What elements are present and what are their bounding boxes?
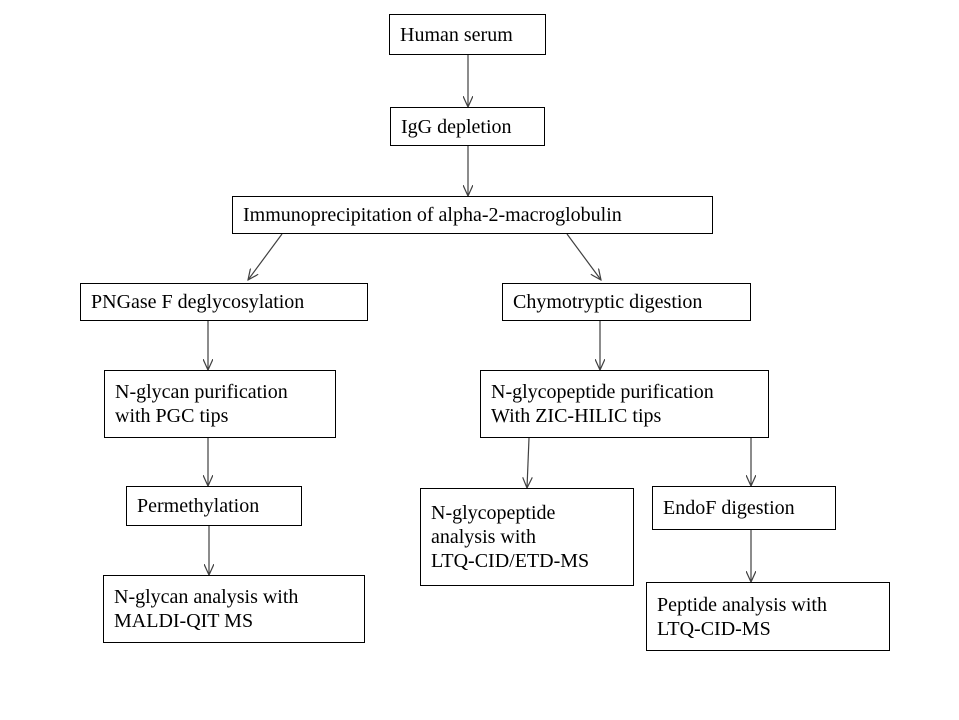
node-text-line: Immunoprecipitation of alpha-2-macroglob… bbox=[243, 204, 622, 226]
node-human-serum: Human serum bbox=[389, 14, 546, 55]
node-text-line: EndoF digestion bbox=[663, 497, 795, 519]
node-text-line: N-glycopeptide purification bbox=[491, 381, 714, 403]
node-text-line: Peptide analysis with bbox=[657, 593, 827, 616]
node-text-line: analysis with bbox=[431, 526, 536, 548]
node-text-line: Chymotryptic digestion bbox=[513, 291, 703, 313]
node-text-line: PNGase F deglycosylation bbox=[91, 291, 305, 313]
node-chymotryptic-digestion: Chymotryptic digestion bbox=[502, 283, 751, 321]
node-text-line: IgG depletion bbox=[401, 115, 512, 138]
node-text-line: LTQ-CID-MS bbox=[657, 617, 771, 640]
node-text-line: With ZIC-HILIC tips bbox=[491, 405, 662, 427]
arrow-immunoprecipitation-to-pngase bbox=[248, 233, 283, 280]
node-immunoprecipitation: Immunoprecipitation of alpha-2-macroglob… bbox=[232, 196, 713, 234]
node-igg-depletion: IgG depletion bbox=[390, 107, 545, 146]
node-text-line: MALDI-QIT MS bbox=[114, 610, 254, 632]
node-text-line: N-glycan analysis with bbox=[114, 586, 299, 608]
node-text-line: Human serum bbox=[400, 23, 513, 46]
node-text-line: LTQ-CID/ETD-MS bbox=[431, 550, 590, 572]
node-text-line: N-glycopeptide bbox=[431, 502, 556, 524]
node-text-line: N-glycan purification bbox=[115, 381, 288, 403]
arrow-nglycopeptide-purification-to-nglycopeptide-analysis bbox=[527, 437, 529, 488]
node-text-line: with PGC tips bbox=[115, 405, 229, 427]
node-text-line: Permethylation bbox=[137, 495, 260, 517]
arrow-immunoprecipitation-to-chymotryptic bbox=[566, 233, 601, 280]
node-permethylation: Permethylation bbox=[126, 486, 302, 526]
node-endof-digestion: EndoF digestion bbox=[652, 486, 836, 530]
node-pngase-deglycosylation: PNGase F deglycosylation bbox=[80, 283, 368, 321]
